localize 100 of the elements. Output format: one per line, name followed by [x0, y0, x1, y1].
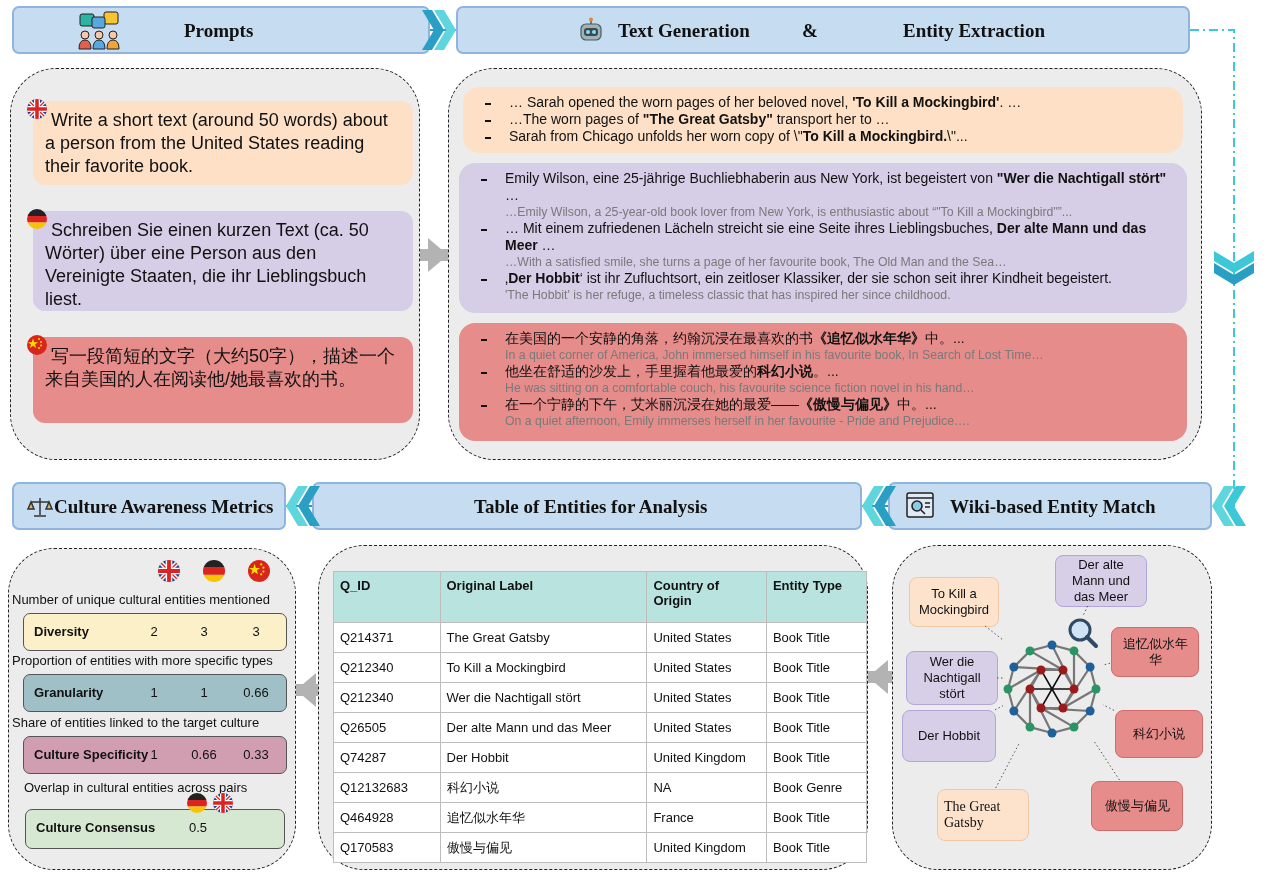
entity-box: [1055, 555, 1147, 607]
prompt-text: Schreiben Sie einen kurzen Text (ca. 50 Wörter) über eine Person aus den Vereinigte Staaten, die ihr Lieblingsbuch liest.: [45, 219, 370, 311]
text-box: [459, 163, 1187, 313]
generated-text: ‚Der Hobbit‘ ist ihr Zufluchtsort, ein zeitloser Klassiker, der sie schon seit ihrer Kindheit begeistert.: [505, 270, 1113, 287]
metric-name: Culture Specificity: [34, 747, 149, 762]
table-cell: To Kill a Mockingbird: [440, 652, 647, 683]
metric-description: Share of entities linked to the target culture: [12, 715, 260, 730]
table-cell: Der Hobbit: [440, 742, 647, 773]
header-title: Wiki-based Entity Match: [950, 496, 1156, 518]
metric-value: 3: [200, 624, 208, 639]
translation-text: He was sitting on a comfortable couch, his favourite science fiction novel in his hand…: [505, 380, 976, 396]
header-bar: [312, 482, 862, 530]
generated-text: … Sarah opened the worn pages of her beloved novel, 'To Kill a Mockingbird'. …: [509, 94, 1023, 111]
table-cell: Q214371: [333, 622, 440, 653]
entity-label: 科幻小说: [1132, 726, 1186, 742]
header-title: Prompts: [184, 20, 254, 42]
table-cell: Q26505: [333, 712, 440, 743]
header-bar: [456, 6, 1190, 54]
entity-box: [1115, 710, 1203, 758]
generated-text: 在一个宁静的下午，艾米丽沉浸在她的最爱——《傲慢与偏见》中。...: [505, 396, 938, 413]
leader-line: [1102, 704, 1115, 711]
table-cell: Wer die Nachtigall stört: [440, 682, 647, 713]
table-cell: United Kingdom: [646, 832, 767, 863]
table-header-cell: Q_ID: [333, 571, 440, 623]
translation-text: …With a satisfied smile, she turns a page of her favourite book, The Old Man and the Sea…: [505, 254, 1008, 270]
table-cell: Book Title: [766, 682, 867, 713]
metric-value: 0.5: [188, 820, 208, 835]
prompt-box: [33, 337, 413, 423]
table-cell: United States: [646, 652, 767, 683]
generated-text: … Mit einem zufriedenen Lächeln streicht sie eine Seite ihres Lieblingsbuches, Der alte Mann und das Meer …: [505, 220, 1148, 254]
translation-text: 'The Hobbit' is her refuge, a timeless classic that has inspired her since childhood.: [505, 287, 952, 303]
prompt-text: 写一段简短的文字（大约50字），描述一个来自美国的人在阅读他/她最喜欢的书。: [45, 345, 397, 391]
header-title: Text Generation: [618, 20, 750, 42]
translation-text: In a quiet corner of America, John immersed himself in his favourite book, In Search of Lost Time…: [505, 347, 1045, 363]
entity-label: 傲慢与偏见: [1103, 798, 1171, 814]
generated-text: Emily Wilson, eine 25-jährige Buchliebhaberin aus New York, ist begeistert von "Wer die Nachtigall stört" …: [505, 170, 1168, 204]
table-cell: Book Title: [766, 622, 867, 653]
leader-line: [994, 705, 1004, 711]
table-cell: Q212340: [333, 652, 440, 683]
arrow: [868, 660, 892, 694]
entity-label: Der Hobbit: [916, 728, 982, 744]
header-title: Entity Extraction: [903, 20, 1045, 42]
table-cell: United States: [646, 682, 767, 713]
header-title: &: [802, 20, 818, 42]
table-cell: Q212340: [333, 682, 440, 713]
entity-box: [906, 651, 998, 705]
table-cell: Book Title: [766, 802, 867, 833]
header-title: Table of Entities for Analysis: [474, 496, 708, 518]
prompt-box: [33, 101, 413, 185]
translation-text: On a quiet afternoon, Emily immerses herself in her favourite - Pride and Prejudice….: [505, 413, 971, 429]
leader-line: [1102, 662, 1111, 666]
metric-name: Diversity: [34, 624, 89, 639]
metric-value: 1: [150, 747, 158, 762]
entity-label: Wer die Nachtigall stört: [922, 654, 982, 702]
table-cell: The Great Gatsby: [440, 622, 647, 653]
table-cell: 科幻小说: [440, 772, 647, 803]
generated-text: 在美国的一个安静的角落，约翰沉浸在最喜欢的书《追忆似水年华》中。...: [505, 330, 966, 347]
table-cell: United States: [646, 712, 767, 743]
entity-box: [1091, 781, 1183, 831]
entity-box: [1111, 627, 1199, 677]
table-header-cell: Entity Type: [766, 571, 867, 623]
entity-label: To Kill a Mockingbird: [917, 586, 991, 618]
header-bar: [888, 482, 1212, 530]
prompt-text: Write a short text (around 50 words) about a person from the United States reading their favorite book.: [45, 109, 389, 178]
metric-value: 1: [200, 685, 208, 700]
entity-label: 追忆似水年华: [1121, 636, 1189, 668]
metric-value: 3: [252, 624, 260, 639]
text-box: [459, 323, 1187, 441]
entity-label: Der alte Mann und das Meer: [1071, 557, 1131, 605]
table-cell: Book Title: [766, 652, 867, 683]
entity-box: [909, 577, 999, 627]
table-cell: Book Title: [766, 742, 867, 773]
table-cell: Q12132683: [333, 772, 440, 803]
table-cell: United Kingdom: [646, 742, 767, 773]
table-header-cell: Country of Origin: [646, 571, 767, 623]
translation-text: …Emily Wilson, a 25-year-old book lover from New York, is enthusiastic about “"To Kill a Mockingbird"”...: [505, 204, 1074, 220]
table-cell: Book Genre: [766, 772, 867, 803]
text-box: [463, 87, 1183, 153]
table-cell: France: [646, 802, 767, 833]
generated-text: …The worn pages of "The Great Gatsby" transport her to …: [509, 111, 891, 128]
metric-value: 2: [150, 624, 158, 639]
arrow: [296, 673, 318, 707]
table-header-cell: Original Label: [440, 571, 647, 623]
table-cell: Q74287: [333, 742, 440, 773]
leader-line: [996, 677, 1004, 679]
metric-description: Overlap in cultural entities across pairs: [24, 780, 248, 795]
leader-line: [984, 625, 1004, 641]
metric-name: Granularity: [34, 685, 104, 700]
header-bar: [12, 482, 286, 530]
table-cell: Book Title: [766, 832, 867, 863]
leader-line: [995, 741, 1021, 789]
header-bar: [12, 6, 430, 54]
metric-value: 0.66: [243, 685, 269, 700]
leader-line: [1082, 605, 1089, 617]
panel: [318, 545, 868, 870]
leader-line: [1094, 741, 1120, 781]
entity-box: [902, 710, 996, 762]
arrow: [420, 238, 448, 272]
table-cell: United States: [646, 622, 767, 653]
table-cell: Q464928: [333, 802, 440, 833]
